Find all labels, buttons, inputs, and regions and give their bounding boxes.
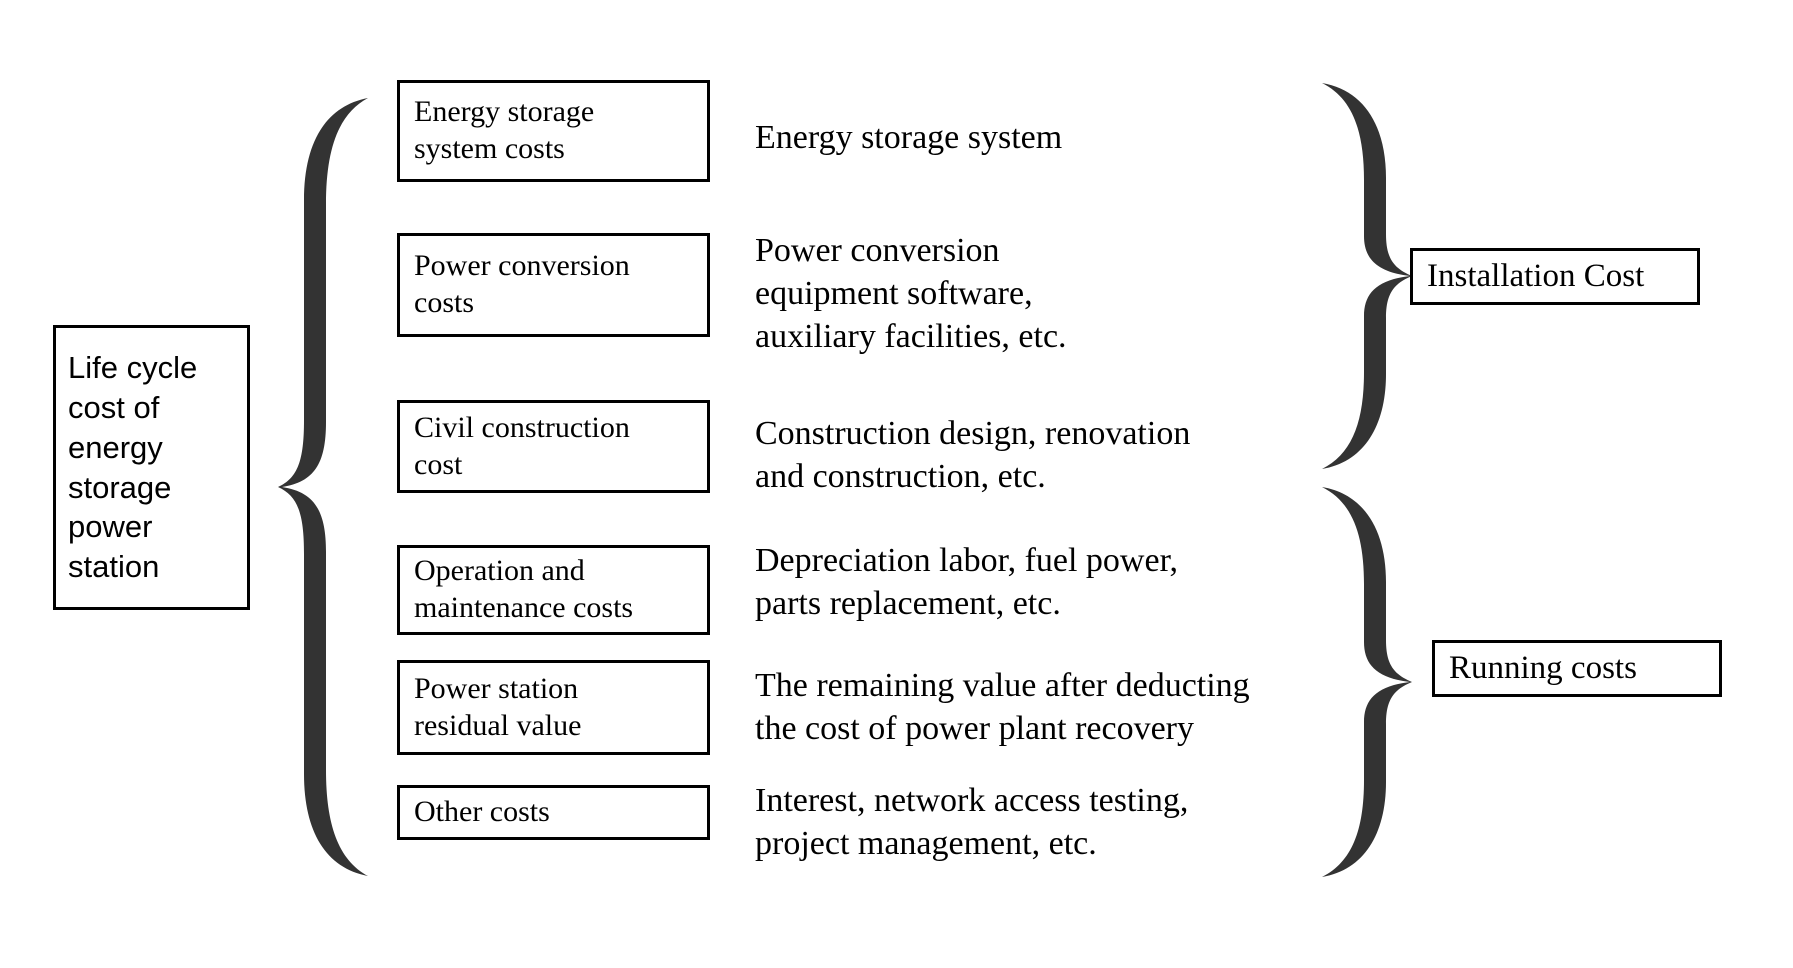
cost-item-box-2: Civil construction cost xyxy=(397,400,710,493)
group-label-1: Running costs xyxy=(1449,650,1637,687)
group-label-0: Installation Cost xyxy=(1427,258,1645,295)
cost-item-label-2: Civil construction cost xyxy=(414,410,630,481)
cost-item-description-3: Depreciation labor, fuel power, parts re… xyxy=(755,542,1179,622)
cost-item-description-4: The remaining value after deducting the … xyxy=(755,667,1250,747)
root-node-label: Life cycle cost of energy storage power … xyxy=(68,350,198,584)
group-box-installation-cost: Installation Cost xyxy=(1410,248,1700,305)
cost-item-description-1: Power conversion equipment software, aux… xyxy=(755,232,1067,355)
cost-item-box-1: Power conversion costs xyxy=(397,233,710,337)
cost-item-description-0: Energy storage system xyxy=(755,119,1063,156)
cost-item-box-0: Energy storage system costs xyxy=(397,80,710,182)
cost-item-description-2: Construction design, renovation and cons… xyxy=(755,415,1191,495)
cost-item-description-5: Interest, network access testing, projec… xyxy=(755,782,1189,862)
root-node-life-cycle-cost: Life cycle cost of energy storage power … xyxy=(53,325,250,610)
cost-item-label-0: Energy storage system costs xyxy=(414,95,595,165)
cost-item-label-5: Other costs xyxy=(414,795,550,829)
cost-item-box-4: Power station residual value xyxy=(397,660,710,755)
right-curly-brace-running xyxy=(1318,482,1414,882)
group-box-running-costs: Running costs xyxy=(1432,640,1722,697)
cost-item-label-4: Power station residual value xyxy=(414,671,582,742)
cost-item-label-1: Power conversion costs xyxy=(414,249,630,319)
left-curly-brace xyxy=(276,92,372,882)
right-curly-brace-installation xyxy=(1318,78,1414,474)
cost-item-box-5: Other costs xyxy=(397,785,710,840)
cost-item-label-3: Operation and maintenance costs xyxy=(414,554,634,624)
cost-item-box-3: Operation and maintenance costs xyxy=(397,545,710,635)
